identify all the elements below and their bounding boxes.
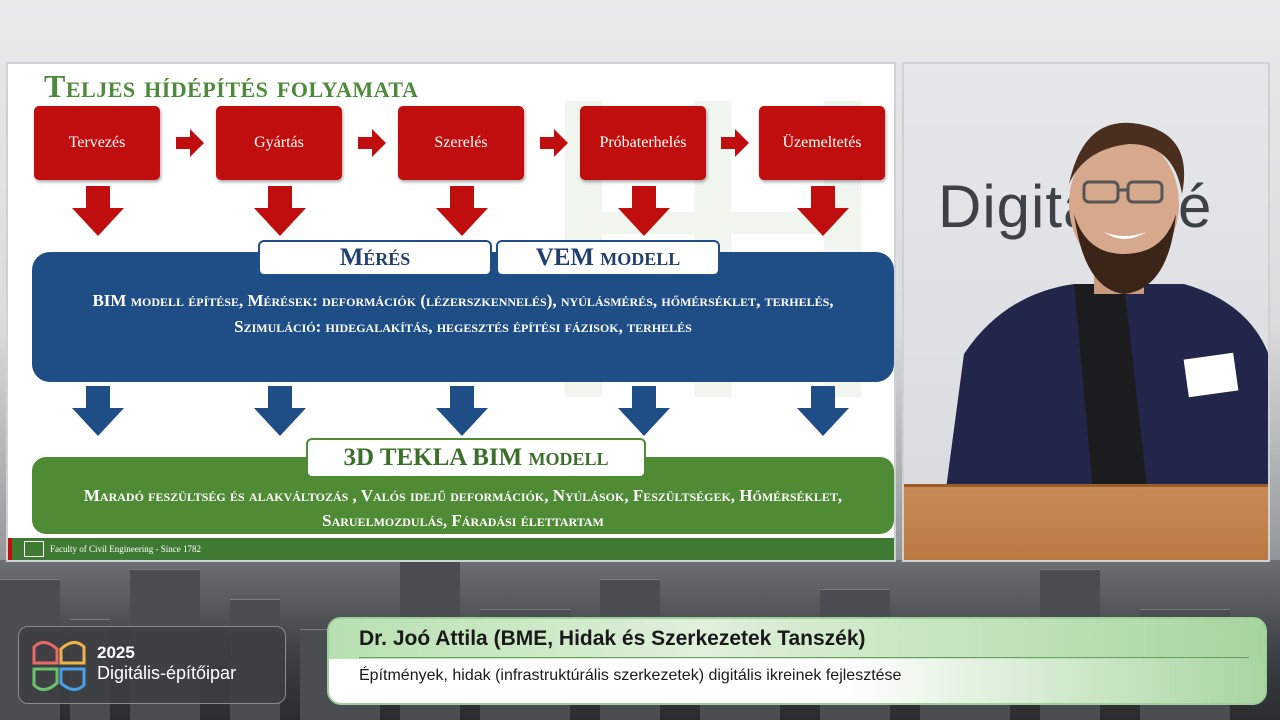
speaker-name: Dr. Joó Attila (BME, Hidak és Szerkezete… <box>359 627 866 650</box>
down-arrow-icon <box>254 386 306 436</box>
lower-third: Dr. Joó Attila (BME, Hidak és Szerkezete… <box>327 617 1267 705</box>
speaker-figure <box>944 122 1268 504</box>
university-logo-icon <box>24 541 44 557</box>
right-arrow-icon <box>540 129 568 157</box>
speaker-video: Digitális-é <box>902 62 1270 562</box>
down-arrow-icon <box>436 386 488 436</box>
step-probaterheles: Próbaterhelés <box>580 106 706 180</box>
down-arrow-icon <box>72 186 124 236</box>
tab-meres: Mérés <box>258 240 492 276</box>
tab-3d-tekla: 3D TEKLA BIM modell <box>306 438 646 478</box>
footer-text: Faculty of Civil Engineering - Since 178… <box>50 544 201 554</box>
step-tervezes: Tervezés <box>34 106 160 180</box>
event-name: Digitális-építőipar <box>97 663 237 683</box>
tab-vem-modell: VEM modell <box>496 240 720 276</box>
step-szereles: Szerelés <box>398 106 524 180</box>
event-logo: 2025 Digitális-építőipar <box>18 626 286 704</box>
step-gyartas: Gyártás <box>216 106 342 180</box>
right-arrow-icon <box>358 129 386 157</box>
down-arrow-icon <box>797 386 849 436</box>
presentation-slide: Teljes hídépítés folyamata Tervezés Gyár… <box>6 62 896 562</box>
down-arrow-icon <box>618 186 670 236</box>
slide-title: Teljes hídépítés folyamata <box>44 68 419 104</box>
down-arrow-icon <box>797 186 849 236</box>
down-arrow-icon <box>436 186 488 236</box>
right-arrow-icon <box>721 129 749 157</box>
footer-accent <box>8 538 12 560</box>
right-arrow-icon <box>176 129 204 157</box>
step-uzemeltetes: Üzemeltetés <box>759 106 885 180</box>
divider <box>359 657 1249 658</box>
event-year: 2025 <box>97 643 135 662</box>
talk-topic: Építmények, hidak (infrastruktúrális sze… <box>359 667 902 684</box>
down-arrow-icon <box>72 386 124 436</box>
down-arrow-icon <box>618 386 670 436</box>
slide-footer: Faculty of Civil Engineering - Since 178… <box>8 538 894 560</box>
lower-third-namebar <box>329 619 1265 659</box>
event-logo-icon <box>32 641 86 691</box>
podium <box>904 484 1268 560</box>
down-arrow-icon <box>254 186 306 236</box>
